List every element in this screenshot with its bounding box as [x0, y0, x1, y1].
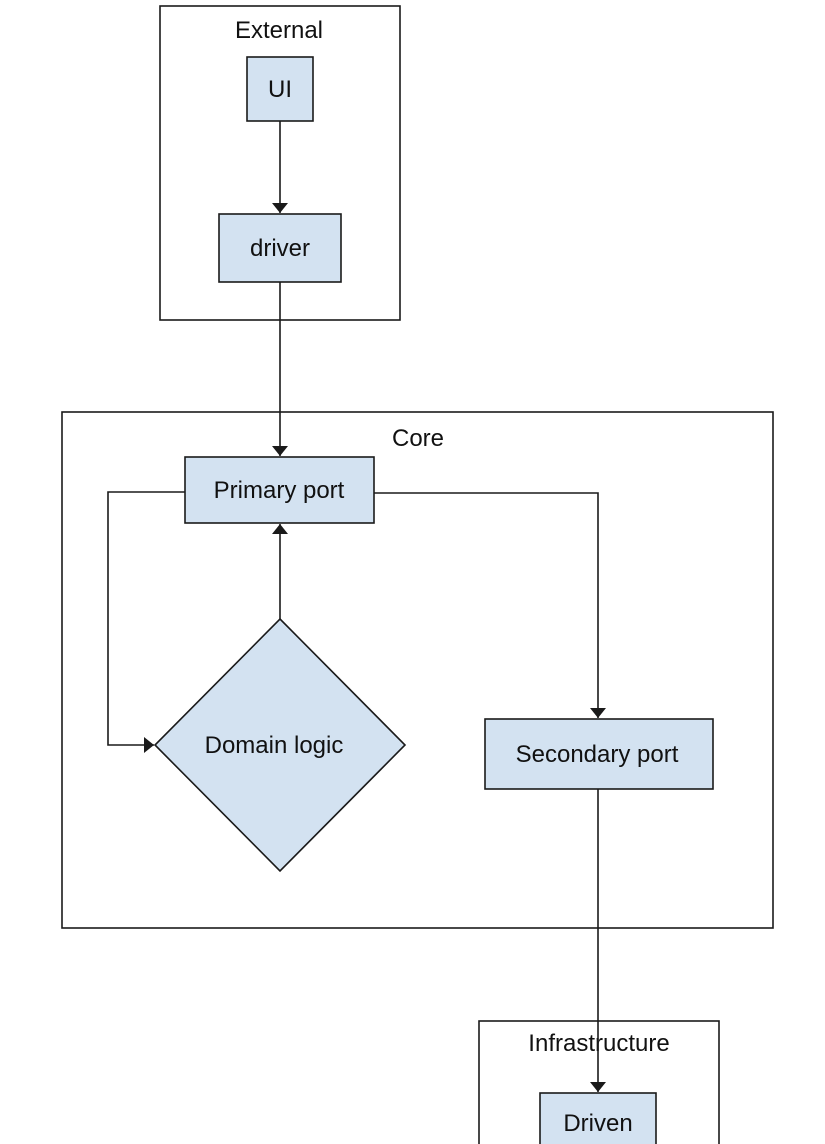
driver-node	[218, 213, 342, 283]
primary-port-node-label: Primary port	[214, 477, 345, 504]
edge-primary-port-to-domain-logic	[107, 491, 185, 753]
core-group-label: Core	[392, 425, 444, 452]
secondary-port-node-label: Secondary port	[516, 741, 679, 768]
secondary-port-node	[484, 718, 714, 790]
ui-node-label: UI	[268, 76, 292, 103]
edge-primary-port-to-secondary-port	[374, 492, 606, 718]
external-group-label: External	[235, 17, 323, 44]
core-group-frame	[61, 411, 774, 929]
driven-node	[539, 1092, 657, 1144]
driven-node-label: Driven	[563, 1110, 632, 1137]
infrastructure-group-label: Infrastructure	[528, 1030, 669, 1057]
primary-port-node	[184, 456, 375, 524]
driver-node-label: driver	[250, 235, 310, 262]
domain-logic-node-label: Domain logic	[205, 732, 344, 759]
ui-node	[246, 56, 314, 122]
domain-logic-node	[153, 617, 407, 873]
